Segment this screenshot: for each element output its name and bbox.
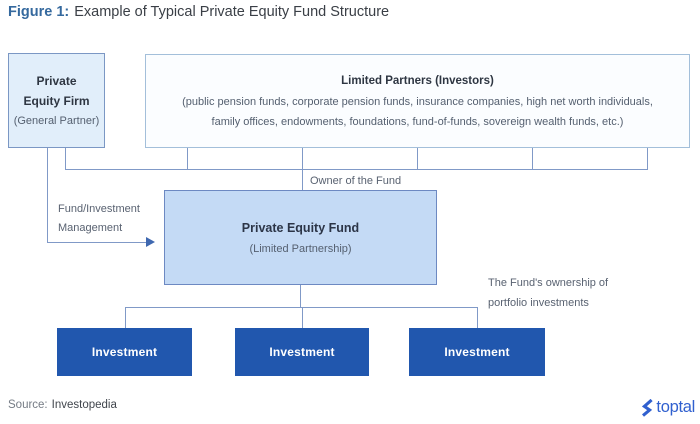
connector-gp-management-vertical <box>47 148 48 242</box>
fund-management-label-line1: Fund/Investment <box>58 203 140 215</box>
arrow-right-icon <box>146 237 155 247</box>
toptal-wordmark: toptal <box>656 398 695 416</box>
source-label: Source: <box>8 399 48 411</box>
gp-box-title-line2: Equity Firm <box>23 93 90 108</box>
figure-number-label: Figure 1: <box>8 4 70 20</box>
fund-management-label: Fund/Investment Management <box>58 200 140 238</box>
connector-lp-drop-5 <box>647 148 648 169</box>
figure-title-text: Example of Typical Private Equity Fund S… <box>74 4 390 20</box>
connector-gp-management-horizontal <box>47 242 147 243</box>
fund-box-subtitle: (Limited Partnership) <box>249 242 352 255</box>
connector-investment-drop-1 <box>125 307 126 328</box>
fund-ownership-label: The Fund's ownership of portfolio invest… <box>488 273 608 313</box>
lp-box-title: Limited Partners (Investors) <box>341 74 494 87</box>
investment-label: Investment <box>91 345 158 359</box>
connector-lp-drop-1 <box>187 148 188 169</box>
lp-box-subtitle-line1: (public pension funds, corporate pension… <box>182 95 653 108</box>
owner-of-fund-label: Owner of the Fund <box>310 175 402 187</box>
gp-box-subtitle: (General Partner) <box>13 114 100 127</box>
toptal-logo[interactable]: toptal <box>640 398 695 417</box>
investment-label: Investment <box>269 345 335 359</box>
connector-investment-drop-2 <box>302 307 303 328</box>
investment-box-3: Investment <box>409 328 545 376</box>
source-value: Investopedia <box>51 399 117 411</box>
connector-lp-drop-4 <box>532 148 533 169</box>
connector-investment-bus <box>125 307 478 308</box>
toptal-bolt-icon <box>642 398 654 417</box>
fund-ownership-label-line1: The Fund's ownership of <box>488 277 609 289</box>
fund-ownership-label-line2: portfolio investments <box>488 297 589 309</box>
connector-fund-down <box>300 285 301 307</box>
fund-management-label-line2: Management <box>58 222 123 234</box>
connector-owner-bus <box>65 169 648 170</box>
fund-box-title: Private Equity Fund <box>241 220 360 235</box>
source-attribution: Source:Investopedia <box>8 399 117 411</box>
general-partner-box: Private Equity Firm (General Partner) <box>8 53 105 148</box>
investment-box-1: Investment <box>57 328 192 376</box>
connector-lp-drop-2-to-fund <box>302 148 303 190</box>
connector-lp-drop-3 <box>417 148 418 169</box>
connector-investment-drop-3 <box>477 307 478 328</box>
figure-title: Figure 1:Example of Typical Private Equi… <box>8 4 389 20</box>
investment-label: Investment <box>444 345 510 359</box>
investment-box-2: Investment <box>235 328 369 376</box>
gp-box-title-line1: Private <box>36 73 77 88</box>
limited-partners-box: Limited Partners (Investors) (public pen… <box>145 54 690 148</box>
connector-gp-to-bus <box>65 148 66 169</box>
private-equity-fund-box: Private Equity Fund (Limited Partnership… <box>164 190 437 285</box>
lp-box-subtitle-line2: family offices, endowments, foundations,… <box>211 115 624 128</box>
